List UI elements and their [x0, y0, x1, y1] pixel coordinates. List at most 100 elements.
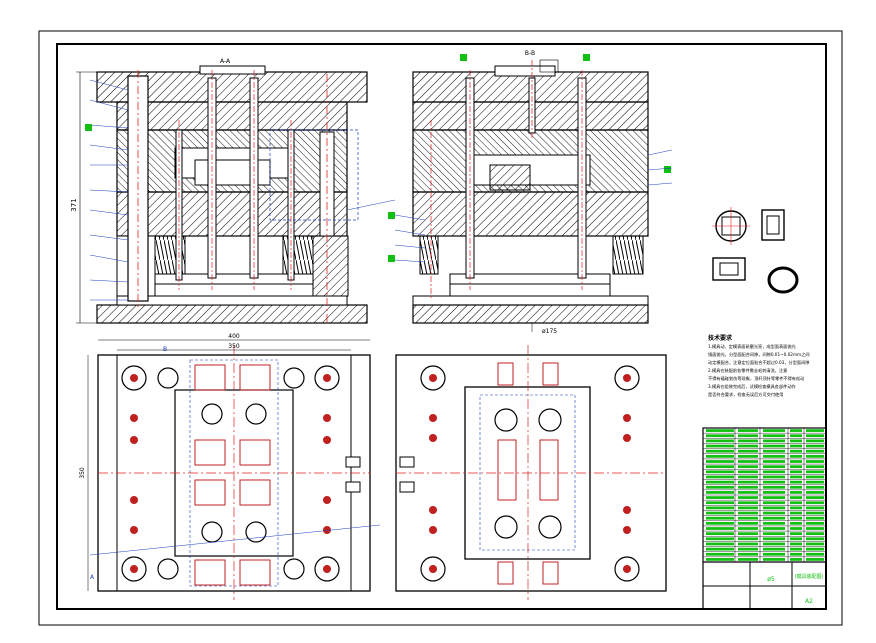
table-cell-fill [806, 485, 824, 489]
table-cell-fill [706, 521, 734, 525]
table-cell-fill [738, 480, 758, 484]
table-cell-fill [738, 506, 758, 510]
table-cell-fill [706, 480, 734, 484]
table-cell-fill [738, 485, 758, 489]
table-cell-fill [706, 454, 734, 458]
table-cell-fill [738, 552, 758, 556]
section-a-label: A-A [220, 58, 231, 65]
table-cell-fill [706, 485, 734, 489]
table-cell-fill [806, 527, 824, 530]
table-cell-fill [790, 480, 802, 484]
table-cell-fill [738, 491, 758, 494]
table-cell-fill [763, 527, 785, 530]
table-cell-fill [806, 429, 824, 432]
table-cell-fill [790, 547, 802, 551]
nozzle-dia-dimension: ø175 [542, 328, 557, 335]
table-cell-fill [738, 521, 758, 525]
table-cell-fill [790, 444, 802, 448]
table-cell-fill [763, 496, 785, 499]
table-cell-fill [763, 454, 785, 458]
table-cell-fill [706, 552, 734, 556]
table-cell-fill [763, 470, 785, 474]
notes-line: 是否符合要求，检查无误后方可交付使用 [708, 391, 783, 398]
plan-view-left: 400 350 350 A B [79, 333, 381, 600]
table-cell-fill [763, 537, 785, 541]
table-cell-fill [806, 460, 824, 463]
table-cell-fill [806, 465, 824, 469]
table-cell-fill [790, 537, 802, 541]
outer-border [38, 30, 843, 626]
table-cell-fill [763, 532, 785, 536]
table-cell-fill [706, 501, 734, 505]
table-cell-fill [806, 470, 824, 474]
table-cell-fill [706, 444, 734, 448]
table-cell-fill [706, 506, 734, 510]
table-cell-fill [763, 480, 785, 484]
table-cell-fill [738, 527, 758, 530]
table-cell-fill [806, 454, 824, 458]
plan-view-right [395, 345, 667, 600]
table-cell-fill [806, 521, 824, 525]
table-cell-fill [790, 465, 802, 469]
table-cell-fill [790, 501, 802, 505]
table-cell-fill [806, 475, 824, 479]
notes-line: 3.模具在组装完成后，试模检查模具各部件动作 [708, 383, 797, 390]
table-cell-fill [738, 470, 758, 474]
table-cell-fill [806, 542, 824, 546]
table-cell-fill [806, 552, 824, 556]
table-cell-fill [806, 449, 824, 453]
table-cell-fill [790, 454, 802, 458]
table-cell-fill [706, 516, 734, 520]
table-cell-fill [738, 439, 758, 443]
table-cell-fill [790, 460, 802, 463]
table-cell-fill [706, 429, 734, 432]
table-cell-fill [763, 491, 785, 494]
width-350-dimension: 350 [228, 343, 240, 350]
table-cell-fill [763, 434, 785, 438]
table-cell-fill [763, 506, 785, 510]
table-cell-fill [763, 439, 785, 443]
table-cell-fill [706, 537, 734, 541]
inner-frame [56, 43, 827, 610]
title-block-size: A2 [805, 598, 813, 605]
table-cell-fill [763, 485, 785, 489]
table-cell-fill [706, 547, 734, 551]
notes-line: 镜面抛光，分型面配合间隙，间隙0.01~0.02mm之间 [708, 351, 810, 358]
table-cell-fill [738, 511, 758, 515]
table-cell-fill [738, 429, 758, 432]
table-cell-fill [790, 542, 802, 546]
table-cell-fill [706, 470, 734, 474]
table-cell-fill [806, 491, 824, 494]
table-cell-fill [806, 511, 824, 515]
notes-line: 动定模配合，注意定位面贴合不超过0.03，分型面间隙 [708, 359, 810, 366]
table-cell-fill [790, 532, 802, 536]
table-cell-fill [806, 434, 824, 438]
height-dimension: 371 [70, 198, 78, 211]
table-cell-fill [738, 434, 758, 438]
notes-line: 不得有磕碰划伤等现象，顶杆顶针等零件不得有松动 [708, 375, 804, 382]
table-cell-fill [706, 496, 734, 499]
table-cell-fill [738, 465, 758, 469]
table-cell-fill [706, 532, 734, 536]
table-cell-fill [790, 511, 802, 515]
table-cell-fill [763, 511, 785, 515]
table-cell-fill [790, 434, 802, 438]
table-cell-fill [806, 506, 824, 510]
table-cell-fill [763, 558, 785, 561]
table-cell-fill [790, 429, 802, 432]
table-cell-fill [763, 521, 785, 525]
table-cell-fill [763, 465, 785, 469]
table-cell-fill [806, 516, 824, 520]
table-cell-fill [790, 552, 802, 556]
title-block-scale: ø5 [767, 576, 775, 583]
cut-mark-b: B [163, 346, 167, 353]
table-cell-fill [790, 449, 802, 453]
table-cell-fill [738, 558, 758, 561]
table-cell-fill [738, 496, 758, 499]
table-cell-fill [706, 449, 734, 453]
table-cell-fill [706, 542, 734, 546]
detail-sketches [712, 207, 799, 294]
height-350-dimension: 350 [79, 467, 86, 479]
table-cell-fill [706, 460, 734, 463]
